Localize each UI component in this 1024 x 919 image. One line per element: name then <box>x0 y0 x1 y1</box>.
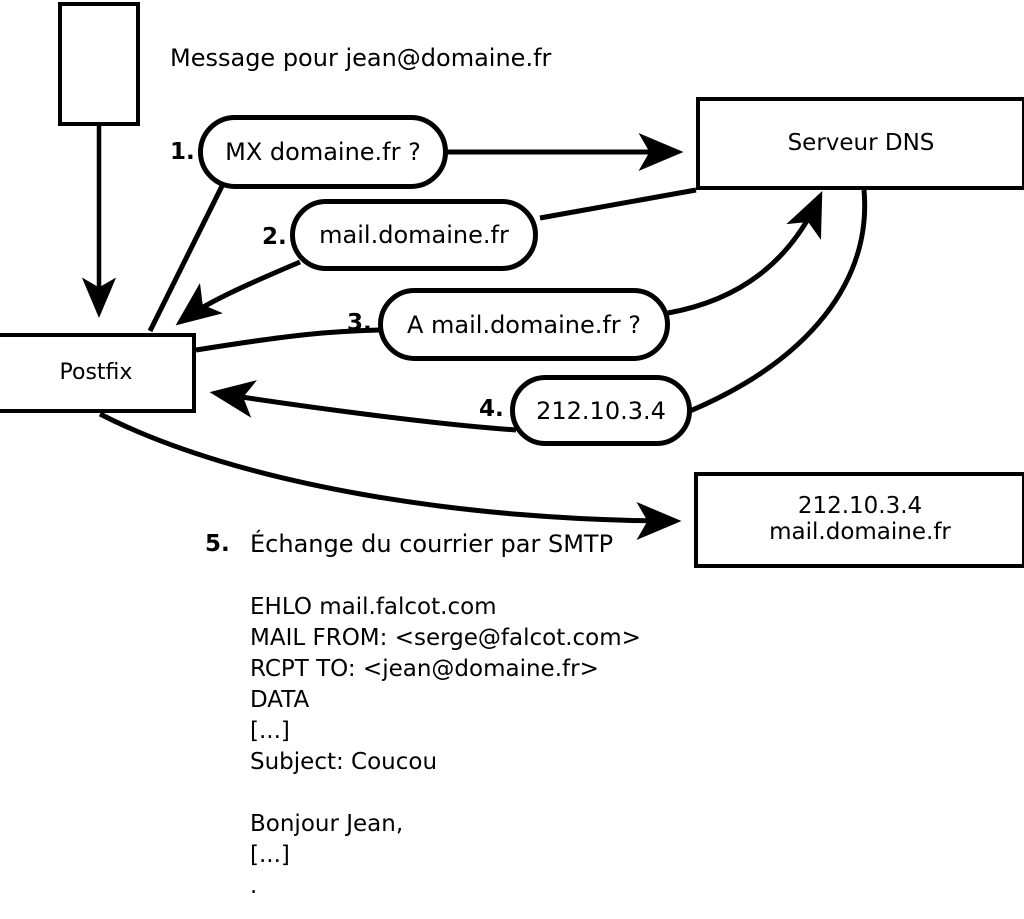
smtp-transcript-line: EHLO mail.falcot.com <box>250 594 497 620</box>
wire-bubble4-to-postfix <box>209 380 517 433</box>
wire-bubble3-to-dns <box>667 190 823 316</box>
wire-dns-to-bubble4 <box>689 189 868 414</box>
step-3-bubble-label: A mail.domaine.fr ? <box>406 310 642 339</box>
step-4-bubble: 212.10.3.4 <box>510 375 692 446</box>
step-1-number: 1. <box>170 139 195 165</box>
step-3-bubble: A mail.domaine.fr ? <box>378 288 670 361</box>
smtp-transcript-line: DATA <box>250 687 310 713</box>
step-1-bubble: MX domaine.fr ? <box>198 115 448 189</box>
step-5-label: Échange du courrier par SMTP <box>250 530 614 558</box>
mail-host-node: 212.10.3.4 mail.domaine.fr <box>694 472 1024 568</box>
postfix-label: Postfix <box>59 359 133 385</box>
step-5-number: 5. <box>205 531 230 557</box>
wire-postfix-to-bubble1 <box>147 184 225 333</box>
message-recipient-label: Message pour jean@domaine.fr <box>170 44 552 72</box>
wire-dns-to-bubble2 <box>539 187 697 221</box>
smtp-transcript-line: . <box>250 873 258 899</box>
dns-server-node: Serveur DNS <box>696 97 1024 190</box>
mail-host-ip: 212.10.3.4 <box>797 493 923 520</box>
smtp-transcript-line: [...] <box>250 718 290 744</box>
step-2-bubble-label: mail.domaine.fr <box>319 221 509 249</box>
dns-server-label: Serveur DNS <box>787 129 935 156</box>
step-2-number: 2. <box>262 224 287 250</box>
step-4-bubble-label: 212.10.3.4 <box>536 396 666 425</box>
smtp-transcript-line: [...] <box>250 842 290 868</box>
step-3-number: 3. <box>347 310 372 336</box>
smtp-transcript-line: RCPT TO: <jean@domaine.fr> <box>250 656 599 682</box>
smtp-transcript-line: Bonjour Jean, <box>250 811 404 837</box>
smtp-transcript-blank <box>250 778 641 809</box>
envelope-node <box>58 2 140 126</box>
smtp-transcript-line: Subject: Coucou <box>250 749 438 775</box>
step-4-number: 4. <box>479 396 504 422</box>
wire-bubble2-to-postfix <box>175 259 301 326</box>
step-2-bubble: mail.domaine.fr <box>290 199 538 271</box>
mail-host-name: mail.domaine.fr <box>769 519 951 545</box>
wire-postfix-to-mailhost <box>98 411 682 540</box>
wire-postfix-to-bubble3 <box>195 327 381 353</box>
step-1-bubble-label: MX domaine.fr ? <box>225 138 421 166</box>
smtp-transcript-line: MAIL FROM: <serge@falcot.com> <box>250 625 641 651</box>
postfix-node: Postfix <box>0 333 196 413</box>
